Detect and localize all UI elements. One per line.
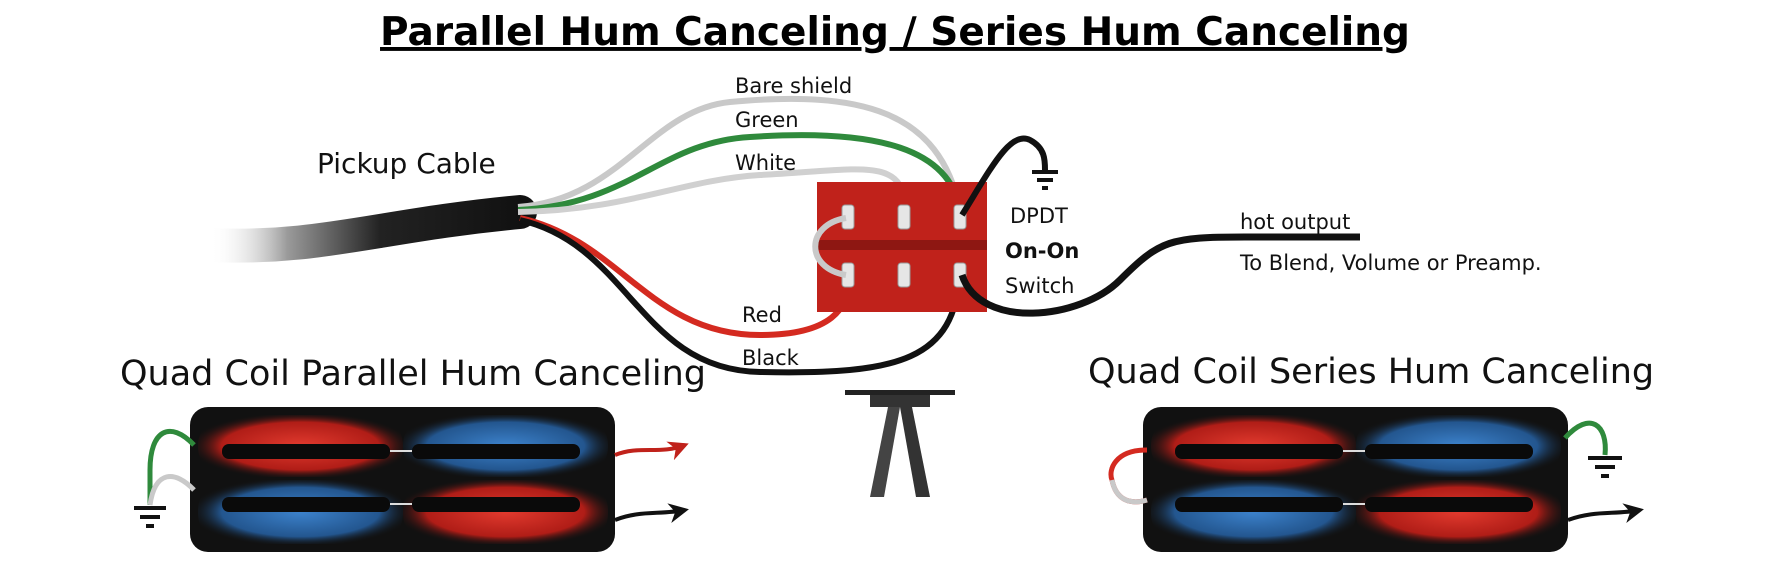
series-pickup — [1143, 407, 1568, 552]
coil-bar — [1365, 497, 1533, 512]
ground-icon — [1032, 170, 1058, 190]
switch-label-name: Switch — [1005, 274, 1074, 298]
green-wire-label: Green — [735, 108, 799, 132]
parallel-pickup — [190, 407, 615, 552]
red-wire — [519, 215, 855, 339]
coil-bar — [222, 497, 390, 512]
diagram-title: Parallel Hum Canceling / Series Hum Canc… — [380, 10, 1410, 55]
series-black-output-arrow — [1567, 503, 1644, 523]
coil-bar — [1175, 444, 1343, 459]
switch-stand — [845, 390, 955, 497]
coil-bar — [1365, 444, 1533, 459]
hot-output-wire — [958, 233, 1360, 317]
bare-shield-label: Bare shield — [735, 74, 852, 98]
series-pickup-label: Quad Coil Series Hum Canceling — [1088, 352, 1654, 392]
switch-ground-wire — [959, 135, 1048, 217]
parallel-red-output-arrow — [614, 441, 689, 461]
green-wire — [517, 132, 963, 213]
switch-label-type: DPDT — [1010, 204, 1068, 228]
ground-icon — [134, 506, 166, 528]
output-destination-label: To Blend, Volume or Preamp. — [1239, 251, 1542, 275]
pickup-cable — [193, 195, 537, 263]
bare-shield-wire — [517, 95, 963, 211]
coil-bar — [412, 497, 580, 512]
parallel-pickup-label: Quad Coil Parallel Hum Canceling — [120, 354, 706, 394]
red-wire-label: Red — [742, 303, 782, 327]
coil-bar — [412, 444, 580, 459]
coil-bar — [222, 444, 390, 459]
hot-output-label: hot output — [1240, 210, 1350, 234]
coil-bar — [1175, 497, 1343, 512]
switch-label-mode: On-On — [1005, 239, 1079, 263]
black-wire-label: Black — [742, 346, 800, 370]
ground-icon — [1588, 456, 1622, 478]
switch-lug — [897, 262, 911, 288]
parallel-black-output-arrow — [614, 503, 689, 523]
black-wire — [519, 217, 963, 376]
dpdt-switch — [812, 182, 987, 312]
pickup-cable-label: Pickup Cable — [317, 147, 496, 180]
parallel-green-wire — [147, 428, 196, 505]
jumper-wire — [812, 215, 847, 278]
white-wire — [517, 166, 908, 215]
parallel-white-wire — [147, 474, 196, 506]
series-green-wire — [1563, 420, 1608, 456]
switch-lug — [897, 204, 911, 230]
white-wire-label: White — [735, 151, 796, 175]
